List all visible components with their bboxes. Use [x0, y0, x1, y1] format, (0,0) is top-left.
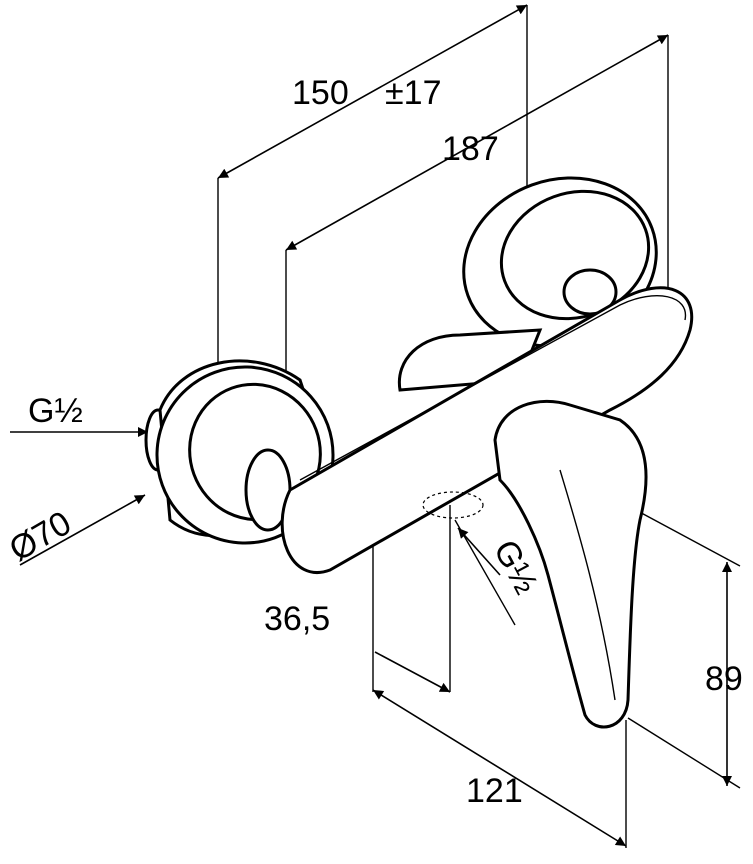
label-inlet-thread: G½ [28, 392, 83, 430]
label-121: 121 [466, 772, 523, 810]
label-36-5: 36,5 [264, 600, 330, 638]
right-escutcheon [462, 176, 658, 348]
label-diameter: Ø70 [3, 504, 78, 569]
mixer-body [280, 286, 694, 574]
label-89: 89 [705, 660, 743, 698]
dimension-lines [10, 4, 732, 847]
label-150: 150 [292, 74, 349, 112]
outlet-hole [422, 491, 484, 519]
label-187: 187 [442, 130, 499, 168]
dimension-36-5 [374, 651, 451, 693]
dimension-121 [372, 689, 627, 847]
label-tolerance: ±17 [385, 74, 441, 112]
diameter-leader [19, 494, 146, 566]
left-escutcheon [144, 359, 335, 545]
lever-handle [493, 399, 648, 729]
dimension-187 [285, 34, 669, 251]
outlet-arrow [457, 527, 501, 576]
